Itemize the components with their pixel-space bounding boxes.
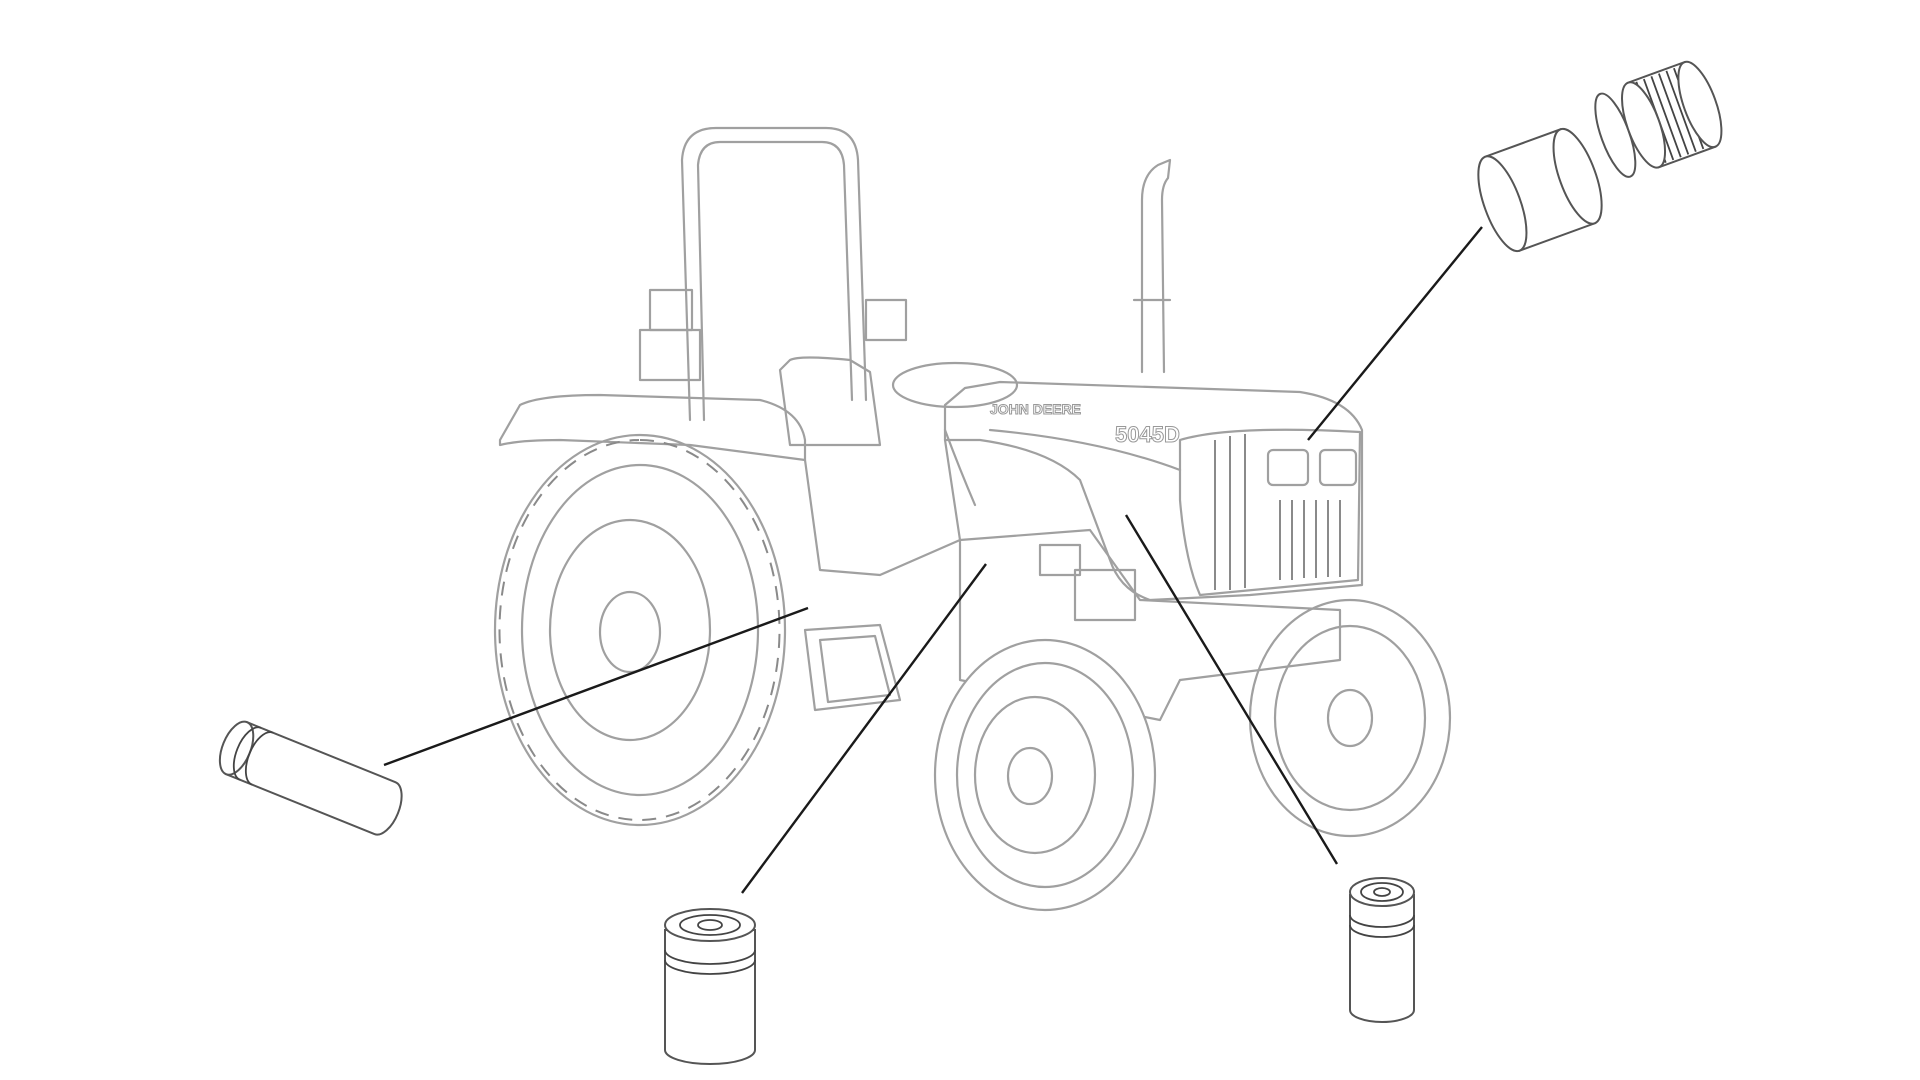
front-rim-left [973, 695, 1097, 855]
tractor-drawing: JOHN DEERE 5045D [493, 126, 1452, 912]
callout-line-2 [741, 563, 987, 894]
spin-on-filter-right[interactable] [1349, 877, 1415, 1023]
side-panel [803, 438, 962, 577]
rear-rim [548, 518, 712, 742]
rollover-bar [680, 126, 868, 422]
grille [1178, 428, 1362, 597]
callout-lines [383, 226, 1483, 894]
front-tire-left-inner [955, 661, 1135, 889]
hood [943, 380, 1364, 602]
engine-part [1038, 543, 1082, 577]
cylindrical-filter[interactable] [213, 717, 408, 839]
headlight-left [1266, 448, 1310, 487]
model-badge: 5045D [1115, 422, 1180, 447]
callout-line-3 [1124, 514, 1339, 865]
rear-tire [493, 433, 787, 827]
front-hub-left [1006, 746, 1054, 806]
engine-block [1073, 568, 1137, 622]
spin-on-filter-left[interactable] [664, 908, 756, 1065]
steering-wheel [891, 361, 1019, 409]
front-hub-right [1326, 688, 1374, 748]
rear-hub [598, 590, 662, 674]
callout-line-1 [383, 606, 809, 767]
seat [778, 356, 882, 447]
front-tire-right [1248, 598, 1452, 838]
hood-crease [943, 428, 1182, 507]
rear-tire-inner [520, 463, 760, 797]
rops-bracket-right [864, 298, 908, 342]
rops-bracket-left-lower [638, 328, 702, 382]
rear-fender [498, 393, 807, 462]
exhaust-pipe [1132, 158, 1172, 374]
front-rim-right [1273, 624, 1427, 812]
callout-line-4 [1307, 226, 1483, 441]
rear-tire-tread [498, 439, 781, 821]
brand-logo: JOHN DEERE [990, 401, 1081, 417]
grille-bars [1214, 434, 1341, 590]
headlight-right [1318, 448, 1358, 487]
air-filter-elements[interactable] [1468, 57, 1730, 257]
front-tire-left [933, 638, 1157, 912]
